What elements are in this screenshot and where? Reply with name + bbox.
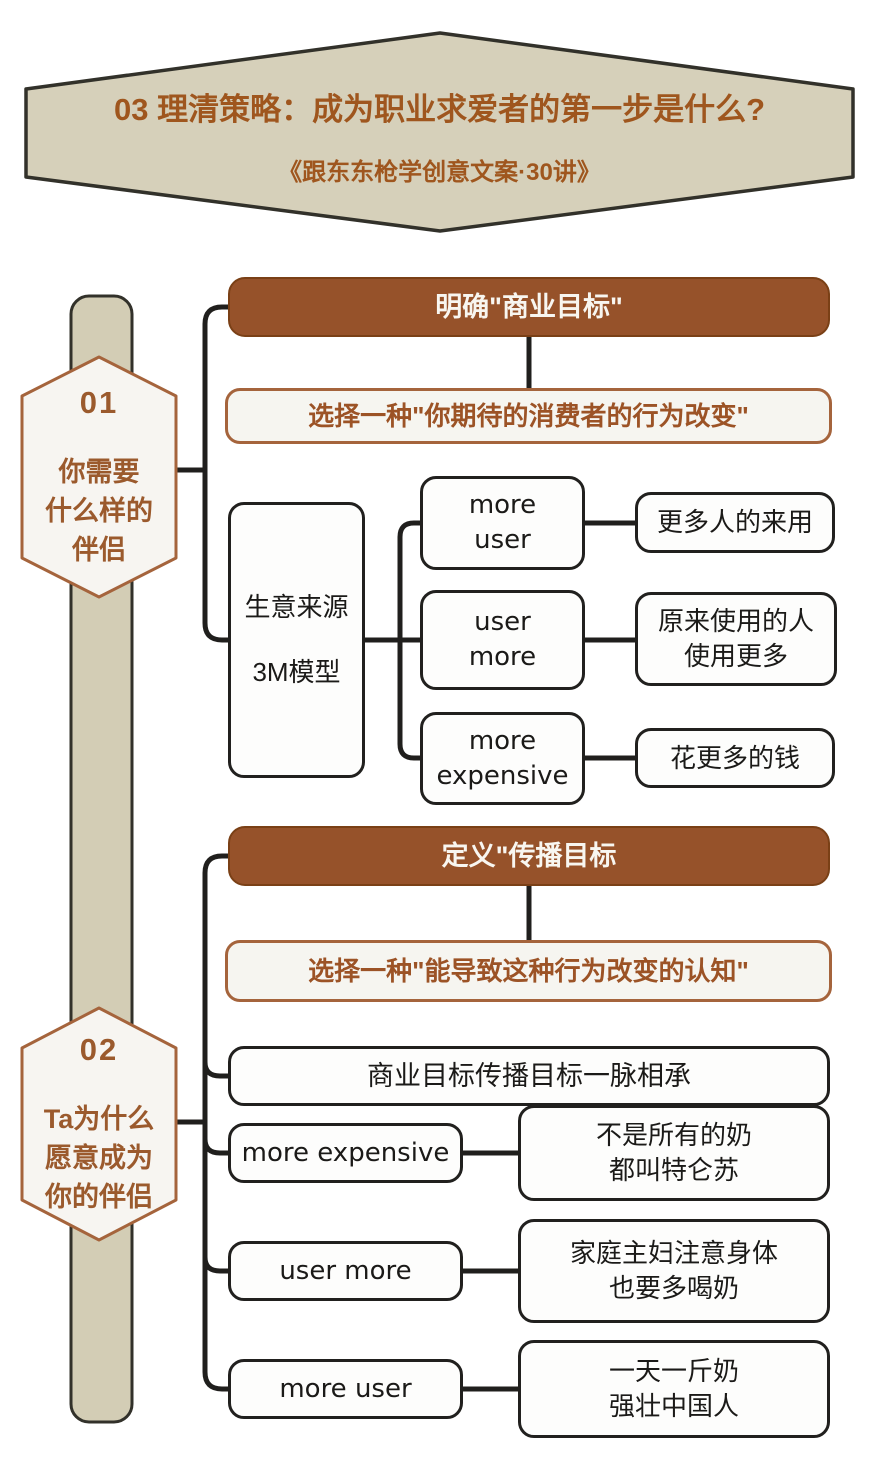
business-source-line1: 生意来源	[244, 592, 349, 622]
hexagon-01-label: 你需要 什么样的 伴侣	[45, 456, 153, 565]
hexagon-01-content: 01 你需要 什么样的 伴侣	[22, 362, 176, 592]
telunsu-slogan-box: 不是所有的奶 都叫特仑苏	[518, 1105, 830, 1201]
section2-header-box: 定义"传播目标	[228, 826, 830, 886]
user-more-case-box: user more	[228, 1241, 463, 1301]
section1-choose-box: 选择一种"你期待的消费者的行为改变"	[225, 388, 832, 444]
more-expensive-result-box: 花更多的钱	[635, 728, 835, 788]
milk-slogan-box: 一天一斤奶 强壮中国人	[518, 1340, 830, 1438]
hexagon-02	[20, 1006, 178, 1242]
more-user-case-box: more user	[228, 1359, 463, 1419]
hexagon-01	[20, 355, 178, 599]
section2-branch-note	[202, 1059, 231, 1079]
more-user-result-box: 更多人的来用	[635, 492, 835, 553]
user-more-box: user more	[420, 590, 585, 690]
more-user-box: more user	[420, 476, 585, 570]
section1-bracket	[202, 304, 231, 643]
more-expensive-case-box: more expensive	[228, 1123, 463, 1183]
section2-branch-row1	[202, 1136, 231, 1156]
banner-title: 03 理清策略：成为职业求爱者的第一步是什么?	[113, 92, 766, 127]
hexagon-02-number: 02	[79, 1031, 119, 1067]
section2-choose-box: 选择一种"能导致这种行为改变的认知"	[225, 940, 832, 1002]
business-source-box: 生意来源 3M模型	[228, 502, 365, 778]
hexagon-01-number: 01	[79, 384, 119, 420]
more-expensive-box: more expensive	[420, 712, 585, 805]
banner-subtitle: 《跟东东枪学创意文案·30讲》	[278, 159, 601, 186]
user-more-result-box: 原来使用的人 使用更多	[635, 592, 837, 686]
housewife-slogan-box: 家庭主妇注意身体 也要多喝奶	[518, 1219, 830, 1323]
hexagon-02-label: Ta为什么 愿意成为 你的伴侣	[43, 1103, 155, 1212]
hexagon-02-content: 02 Ta为什么 愿意成为 你的伴侣	[22, 1013, 176, 1235]
consistency-note-box: 商业目标传播目标一脉相承	[228, 1046, 830, 1106]
business-source-line2: 3M模型	[252, 657, 341, 687]
section2-branch-row2	[202, 1254, 231, 1274]
section2-bracket	[202, 853, 231, 1392]
section1-header-box: 明确"商业目标"	[228, 277, 830, 337]
banner-shape	[24, 31, 855, 233]
